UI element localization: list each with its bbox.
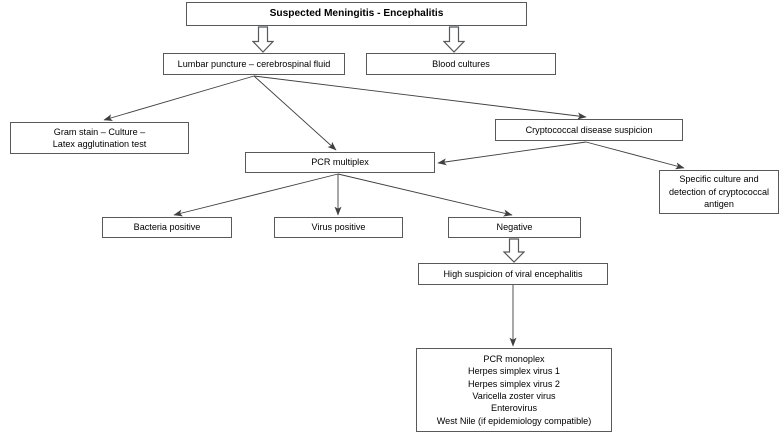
node-lumbar-puncture[interactable]: Lumbar puncture – cerebrospinal fluid xyxy=(163,53,345,75)
edge-cryptococcal-to-pcr-multiplex xyxy=(437,141,587,166)
block-arrow-suspected-to-lumbar xyxy=(252,26,274,53)
node-label-line-2: Herpes simplex virus 1 xyxy=(468,366,560,377)
block-arrow-negative-to-high-suspicion xyxy=(503,238,525,263)
node-label: Negative xyxy=(496,222,533,233)
node-label-line-2: Latex agglutination test xyxy=(52,139,147,149)
node-label-line-5: Enterovirus xyxy=(491,403,537,414)
node-specific-culture-cryptococcal-antigen[interactable]: Specific culture and detection of crypto… xyxy=(659,170,779,214)
edge-cryptococcal-to-specific-culture xyxy=(585,141,685,170)
node-pcr-multiplex[interactable]: PCR multiplex xyxy=(245,152,435,173)
node-blood-cultures[interactable]: Blood cultures xyxy=(366,53,556,75)
node-label: Suspected Meningitis - Encephalitis xyxy=(269,7,444,19)
node-negative[interactable]: Negative xyxy=(448,217,581,238)
edge-pcr-multiplex-to-negative xyxy=(337,173,513,217)
node-label-line-4: Varicella zoster virus xyxy=(472,391,556,401)
edge-lumbar-to-gram xyxy=(103,75,255,121)
node-label-line-3: Herpes simplex virus 2 xyxy=(468,378,560,389)
node-label-line-6: West Nile (if epidemiology compatible) xyxy=(436,415,592,426)
block-arrow-suspected-to-blood-cultures xyxy=(443,26,465,53)
node-gram-stain-culture-latex[interactable]: Gram stain – Culture – Latex agglutinati… xyxy=(10,122,189,154)
node-label: Virus positive xyxy=(311,222,366,233)
node-label-line-1: Specific culture and xyxy=(679,174,759,185)
node-label-line-1: Gram stain – Culture – xyxy=(53,126,146,137)
node-label: Bacteria positive xyxy=(133,222,201,233)
node-pcr-monoplex-panel[interactable]: PCR monoplex Herpes simplex virus 1 Herp… xyxy=(416,348,612,432)
node-label-line-3: antigen xyxy=(704,199,734,210)
node-label: Cryptococcal disease suspicion xyxy=(525,124,653,135)
node-label-line-2: detection of cryptococcal xyxy=(668,186,770,197)
edge-pcr-multiplex-to-bacteria xyxy=(173,173,339,217)
node-virus-positive[interactable]: Virus positive xyxy=(274,217,403,238)
node-bacteria-positive[interactable]: Bacteria positive xyxy=(102,217,232,238)
node-suspected-meningitis-encephalitis[interactable]: Suspected Meningitis - Encephalitis xyxy=(186,2,527,26)
node-label-line-1: PCR monoplex xyxy=(483,353,545,364)
node-high-suspicion-viral-encephalitis[interactable]: High suspicion of viral encephalitis xyxy=(418,263,608,285)
node-label: Blood cultures xyxy=(432,58,490,69)
edge-lumbar-to-pcr-multiplex xyxy=(253,75,337,151)
node-label: Lumbar puncture – cerebrospinal fluid xyxy=(177,58,331,69)
edge-lumbar-to-cryptococcal xyxy=(253,75,587,120)
node-cryptococcal-disease-suspicion[interactable]: Cryptococcal disease suspicion xyxy=(495,119,683,141)
node-label: High suspicion of viral encephalitis xyxy=(443,268,583,279)
node-label: PCR multiplex xyxy=(311,157,369,168)
